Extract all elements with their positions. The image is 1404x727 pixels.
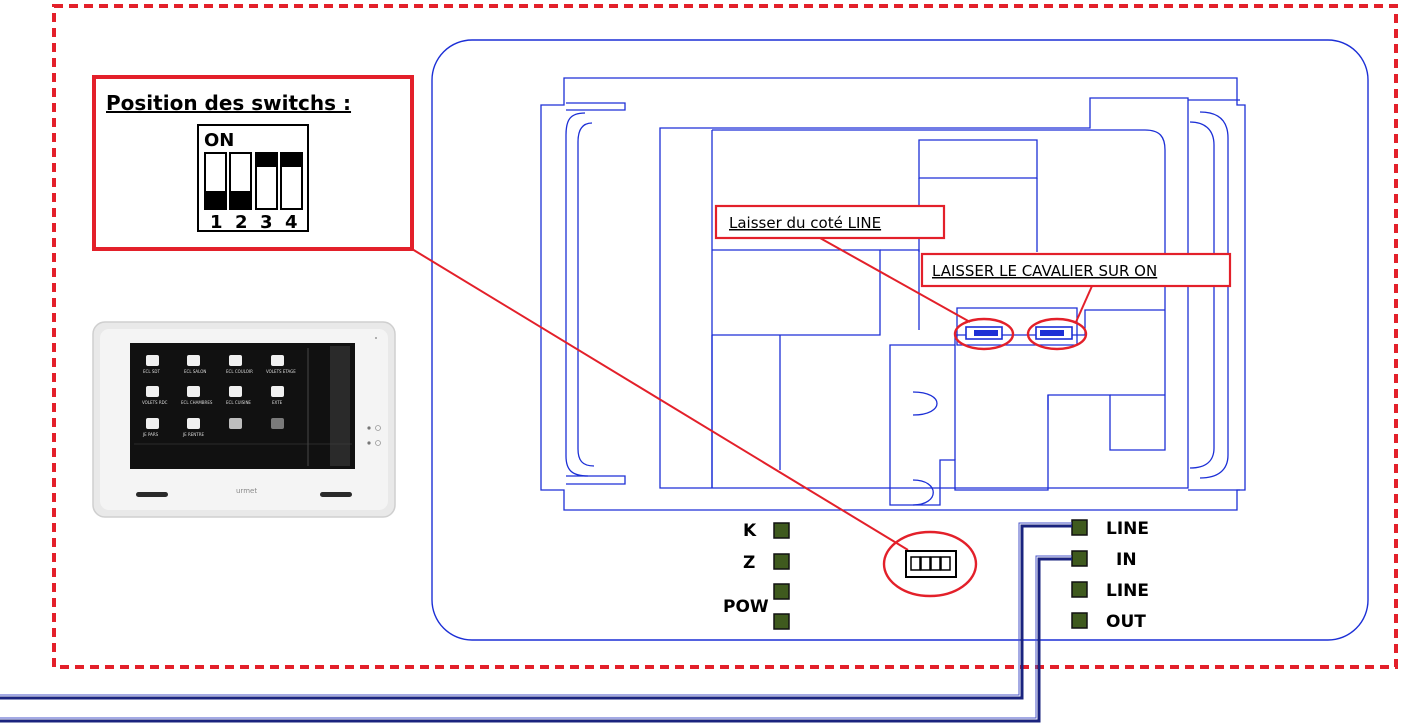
dip-number-1: 1	[210, 212, 223, 233]
terminal-block-right: LINE IN LINE OUT	[1071, 519, 1149, 632]
dashed-frame	[52, 4, 1398, 669]
highlight-jumper-left	[953, 317, 1015, 351]
jumper-left	[965, 326, 1003, 340]
svg-text:EXTE: EXTE	[272, 400, 283, 405]
terminal-in-pad	[1071, 550, 1088, 567]
svg-text:ECL COULOIR: ECL COULOIR	[226, 369, 253, 374]
svg-text:VOLETS ETAGE: VOLETS ETAGE	[266, 369, 296, 374]
terminal-pow-pad-2	[773, 613, 790, 630]
terminal-label-line-1: LINE	[1106, 519, 1149, 539]
device-internal-drawing	[540, 77, 1246, 511]
wire-line	[0, 524, 1072, 700]
terminal-pow-pad-1	[773, 583, 790, 600]
callout-line-side-box	[714, 204, 946, 240]
terminal-label-line-2: LINE	[1106, 581, 1149, 601]
dip-number-3: 3	[260, 212, 273, 233]
bus-wires	[0, 524, 1072, 723]
leader-switch-panel	[411, 248, 909, 551]
dip-switch-1	[204, 152, 227, 210]
terminal-label-z: Z	[743, 553, 755, 573]
terminal-out-pad	[1071, 612, 1088, 629]
monitor-screen	[130, 343, 355, 469]
leader-line-side	[819, 237, 971, 323]
device-outline	[431, 39, 1369, 641]
leader-jumper-on	[1075, 285, 1093, 323]
terminal-label-pow: POW	[723, 597, 769, 617]
wire-in	[0, 557, 1072, 723]
svg-text:ECL CHAMBRES: ECL CHAMBRES	[181, 400, 213, 405]
terminal-block-left: K Z POW	[723, 521, 790, 630]
dip-number-2: 2	[235, 212, 248, 233]
dip-number-4: 4	[285, 212, 298, 233]
highlight-device-dip	[882, 530, 978, 598]
dip-switch-4	[280, 152, 303, 210]
device-dip-switch	[905, 550, 957, 578]
callout-jumper-on: LAISSER LE CAVALIER SUR ON	[932, 262, 1157, 280]
terminal-label-out: OUT	[1106, 612, 1146, 632]
callout-line-side: Laisser du coté LINE	[729, 214, 881, 232]
dip-switch-2	[229, 152, 252, 210]
terminal-z-pad	[773, 553, 790, 570]
terminal-label-k: K	[743, 521, 757, 541]
terminal-k-pad	[773, 522, 790, 539]
dip-on-label: ON	[204, 130, 234, 151]
svg-text:ECL CUISINE: ECL CUISINE	[226, 400, 251, 405]
terminal-label-in: IN	[1116, 550, 1137, 570]
svg-text:ECL SDT: ECL SDT	[143, 369, 160, 374]
callout-jumper-on-box	[920, 252, 1232, 288]
monitor-brand-logo: urmet	[236, 487, 257, 495]
svg-text:VOLETS RDC: VOLETS RDC	[142, 400, 168, 405]
highlight-jumper-right	[1026, 317, 1088, 351]
svg-text:JE PARS: JE PARS	[142, 432, 159, 437]
monitor-illustration: ECL SDT ECL SALON ECL COULOIR VOLETS ETA…	[92, 321, 396, 518]
terminal-line-in-pad	[1071, 519, 1088, 536]
switch-panel-title: Position des switchs :	[106, 91, 351, 115]
terminal-line-out-pad	[1071, 581, 1088, 598]
dip-switch-illustration: ON 1 2 3 4	[197, 124, 309, 233]
svg-text:JE RENTRE: JE RENTRE	[182, 432, 205, 437]
svg-text:ECL SALON: ECL SALON	[184, 369, 206, 374]
jumper-right	[1035, 326, 1073, 340]
dip-switch-3	[255, 152, 278, 210]
